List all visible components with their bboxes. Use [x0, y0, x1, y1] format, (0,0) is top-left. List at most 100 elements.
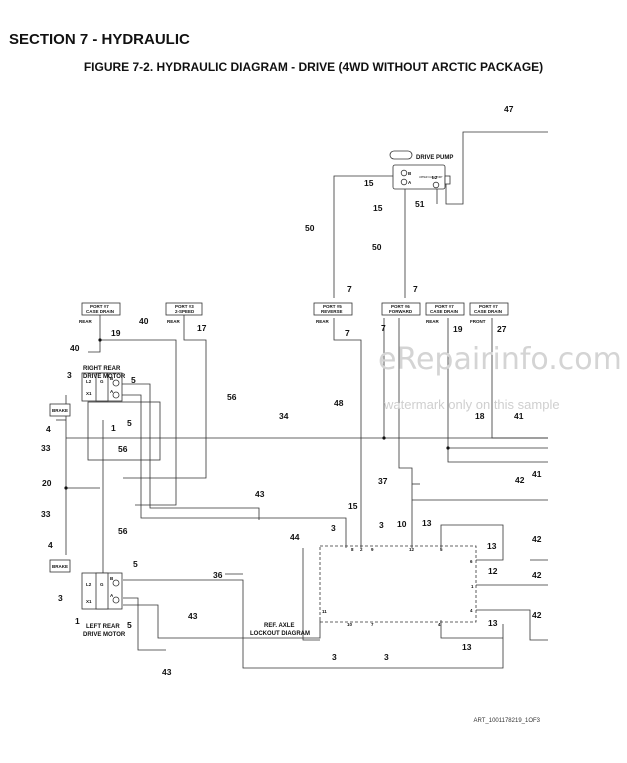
callout: 42: [515, 475, 525, 485]
callout: 42: [532, 570, 542, 580]
callout: 12: [488, 566, 498, 576]
callout: 3: [379, 520, 384, 530]
callout: 13: [422, 518, 432, 528]
callout: 48: [334, 398, 344, 408]
callout: 51: [415, 199, 425, 209]
callout: 4: [46, 424, 51, 434]
callout: 19: [453, 324, 463, 334]
port-label-forward: PORT #6 FORWARD: [381, 302, 421, 316]
left-motor-b: B: [110, 576, 114, 581]
brake-bottom-label: BRAKE: [52, 564, 68, 569]
callout: 56: [118, 444, 128, 454]
callout: 56: [227, 392, 237, 402]
block-pin: 4: [438, 622, 441, 627]
left-rear-drive-motor: L2 X1 G B A LEFT REAR DRIVE MOTOR: [81, 572, 126, 638]
callout: 3: [67, 370, 72, 380]
port-labels: PORT #7 CASE DRAIN REAR PORT #3 2-SPEED …: [79, 302, 509, 324]
port-label-text: FORWARD: [389, 309, 413, 314]
callout: 3: [384, 652, 389, 662]
callout: 41: [514, 411, 524, 421]
callout: 36: [213, 570, 223, 580]
callout: 40: [139, 316, 149, 326]
port-label-text: CASE DRAIN: [430, 309, 458, 314]
port-label-sub: FRONT: [470, 319, 486, 324]
left-motor-g: G: [100, 582, 104, 587]
callout: 20: [42, 478, 52, 488]
right-motor-a: A: [110, 389, 114, 394]
right-motor-l2: L2: [86, 379, 92, 384]
port-label-reverse: PORT #5 REVERSE REAR: [313, 302, 353, 324]
port-label-text: PORT #5: [323, 304, 342, 309]
port-label-sub: REAR: [167, 319, 181, 324]
block-pin: 4: [470, 608, 473, 613]
port-label-text: REVERSE: [321, 309, 343, 314]
callout: 40: [70, 343, 80, 353]
port-label-2-speed: PORT #3 2-SPEED REAR: [165, 302, 203, 324]
callout: 43: [255, 489, 265, 499]
block-pin: 10: [347, 622, 353, 627]
callout: 27: [497, 324, 507, 334]
block-pin: 1: [471, 584, 474, 589]
port-label-text: PORT #6: [391, 304, 410, 309]
right-rear-drive-motor: L2 X1 G B A RIGHT REAR DRIVE MOTOR: [81, 366, 161, 461]
callout: 41: [532, 469, 542, 479]
block-pin: 12: [409, 547, 415, 552]
callout: 19: [111, 328, 121, 338]
left-motor-label-2: DRIVE MOTOR: [83, 632, 126, 638]
callout: 56: [118, 526, 128, 536]
callout: 7: [413, 284, 418, 294]
port-label-text: CASE DRAIN: [86, 309, 114, 314]
callout: 33: [41, 509, 51, 519]
callout: 42: [532, 534, 542, 544]
callout: 1: [75, 616, 80, 626]
callout: 42: [532, 610, 542, 620]
callout: 13: [488, 618, 498, 628]
port-label-text: CASE DRAIN: [474, 309, 502, 314]
callout: 15: [373, 203, 383, 213]
callout: 13: [462, 642, 472, 652]
callouts: 47 15 15 51 50 50 7 7 7 7 19 40 17 40 3 …: [41, 104, 542, 677]
callout: 5: [127, 418, 132, 428]
figure-title: FIGURE 7-2. HYDRAULIC DIAGRAM - DRIVE (4…: [83, 60, 544, 74]
callout: 50: [305, 223, 315, 233]
section-title: SECTION 7 - HYDRAULIC: [9, 31, 190, 48]
right-motor-label-2: DRIVE MOTOR: [83, 374, 126, 380]
callout: 5: [133, 559, 138, 569]
callout: 7: [347, 284, 352, 294]
left-motor-label-1: LEFT REAR: [86, 624, 120, 630]
callout: 18: [475, 411, 485, 421]
callout: 3: [331, 523, 336, 533]
port-label-text: PORT #7: [479, 304, 498, 309]
port-label-sub: REAR: [316, 319, 330, 324]
block-pin: 9: [371, 547, 374, 552]
port-label-text: PORT #3: [175, 304, 194, 309]
block-pin: 7: [371, 622, 374, 627]
callout: 7: [345, 328, 350, 338]
right-motor-label-1: RIGHT REAR: [83, 366, 121, 372]
callout: 3: [332, 652, 337, 662]
axle-lockout-block: 8 2 9 12 5 6 1 4 11 10 7 4: [319, 545, 477, 627]
watermark-note: watermark only on this sample: [384, 397, 560, 412]
axle-lockout-label-1: REF. AXLE: [264, 623, 294, 629]
pump-port-b: B: [408, 171, 412, 176]
left-motor-a: A: [110, 593, 114, 598]
callout: 5: [127, 620, 132, 630]
callout: 15: [348, 501, 358, 511]
callout: 15: [364, 178, 374, 188]
brake-top: BRAKE: [49, 403, 71, 417]
callout: 10: [397, 519, 407, 529]
block-pin: 8: [351, 547, 354, 552]
port-label-text: PORT #7: [435, 304, 454, 309]
port-label-case-drain-front: PORT #7 CASE DRAIN FRONT: [469, 302, 509, 324]
block-pin: 2: [360, 547, 363, 552]
right-motor-b: B: [110, 376, 114, 381]
callout: 50: [372, 242, 382, 252]
right-motor-g: G: [100, 379, 104, 384]
callout: 43: [162, 667, 172, 677]
callout: 7: [381, 323, 386, 333]
port-label-case-drain-1: PORT #7 CASE DRAIN REAR: [79, 302, 121, 324]
callout: 34: [279, 411, 289, 421]
callout: 1: [111, 423, 116, 433]
hose-lines: [56, 131, 548, 669]
left-motor-x1: X1: [86, 599, 92, 604]
